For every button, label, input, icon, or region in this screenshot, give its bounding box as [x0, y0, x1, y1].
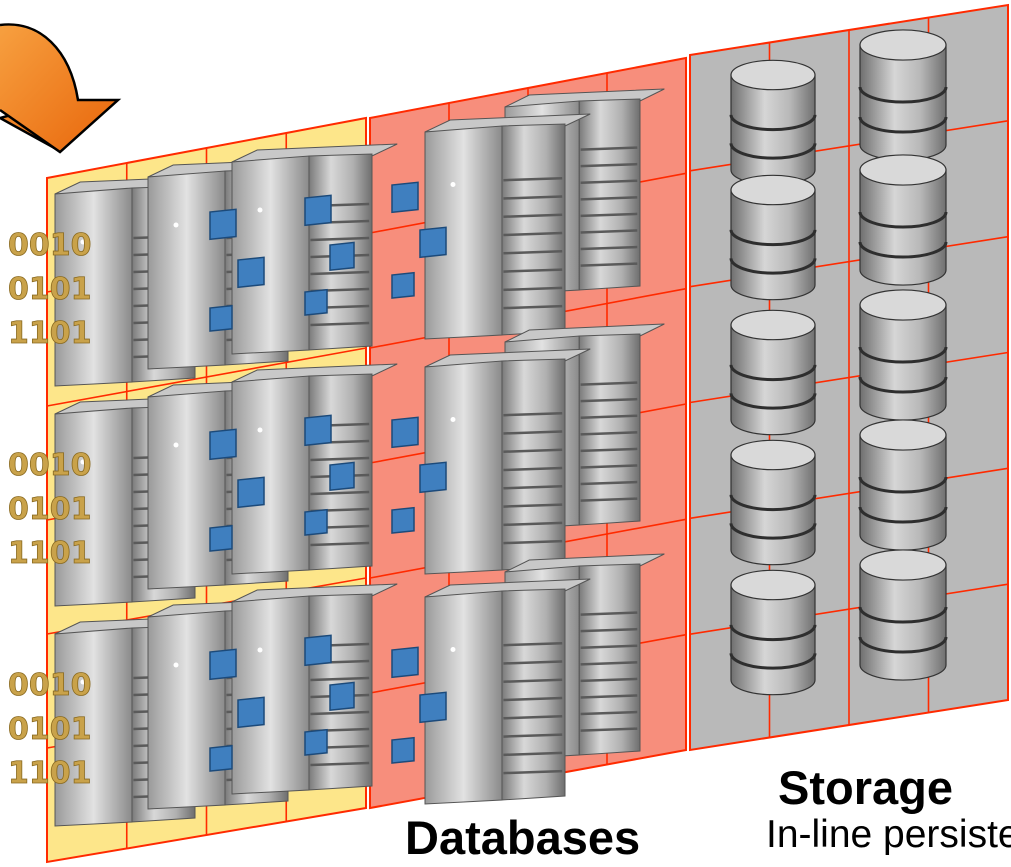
binary-label: 0010 [8, 448, 92, 483]
database-cylinder-icon [858, 29, 948, 161]
data-block-icon [237, 256, 265, 289]
data-block-icon [391, 271, 415, 299]
database-cylinder-icon [858, 549, 948, 681]
database-cylinder-icon [729, 439, 817, 566]
database-cylinder-icon [729, 569, 817, 696]
binary-label: 0010 [8, 228, 92, 263]
data-block-icon [419, 691, 447, 724]
data-block-icon [304, 194, 332, 227]
data-block-icon [391, 646, 419, 679]
binary-label: 1101 [8, 756, 92, 791]
binary-label: 0010 [8, 668, 92, 703]
app-server-group [54, 363, 398, 607]
data-block-icon [209, 648, 237, 681]
data-block-icon [304, 414, 332, 447]
data-block-icon [209, 208, 237, 241]
database-cylinder-icon [729, 174, 817, 301]
data-block-icon [391, 506, 415, 534]
data-block-icon [209, 428, 237, 461]
storage-title: Storage [778, 761, 953, 814]
database-cylinder-icon [858, 154, 948, 286]
data-block-icon [304, 728, 328, 756]
db-server-group [391, 323, 665, 575]
binary-label: 0101 [8, 492, 92, 527]
server-tower-icon [231, 143, 398, 355]
db-server-group [391, 88, 665, 340]
server-tower-icon [424, 348, 591, 575]
storage-subtitle: In-line persisten [766, 813, 1011, 856]
data-block-icon [209, 524, 233, 552]
app-server-group [54, 143, 398, 387]
database-cylinder-icon [858, 419, 948, 551]
binary-label: 1101 [8, 316, 92, 351]
data-block-icon [237, 696, 265, 729]
data-block-icon [419, 226, 447, 259]
data-block-icon [329, 461, 355, 492]
binary-label: 1101 [8, 536, 92, 571]
data-block-icon [391, 736, 415, 764]
server-tower-icon [424, 113, 591, 340]
server-tower-icon [231, 583, 398, 795]
data-block-icon [304, 634, 332, 667]
data-block-icon [209, 744, 233, 772]
data-block-icon [304, 288, 328, 316]
data-block-icon [237, 476, 265, 509]
data-block-icon [329, 681, 355, 712]
server-tower-icon [231, 363, 398, 575]
data-block-icon [304, 508, 328, 536]
app-server-group [54, 583, 398, 827]
data-block-icon [419, 461, 447, 494]
database-cylinder-icon [729, 309, 817, 436]
data-block-icon [391, 181, 419, 214]
curved-arrow-icon [0, 23, 122, 154]
binary-label: 0101 [8, 712, 92, 747]
data-block-icon [209, 304, 233, 332]
database-cylinder-icon [858, 289, 948, 421]
db-server-group [391, 553, 665, 805]
database-cylinder-icon [729, 59, 817, 186]
databases-title: Databases [405, 811, 641, 864]
data-block-icon [329, 241, 355, 272]
binary-label: 0101 [8, 272, 92, 307]
data-block-icon [391, 416, 419, 449]
server-tower-icon [424, 578, 591, 805]
